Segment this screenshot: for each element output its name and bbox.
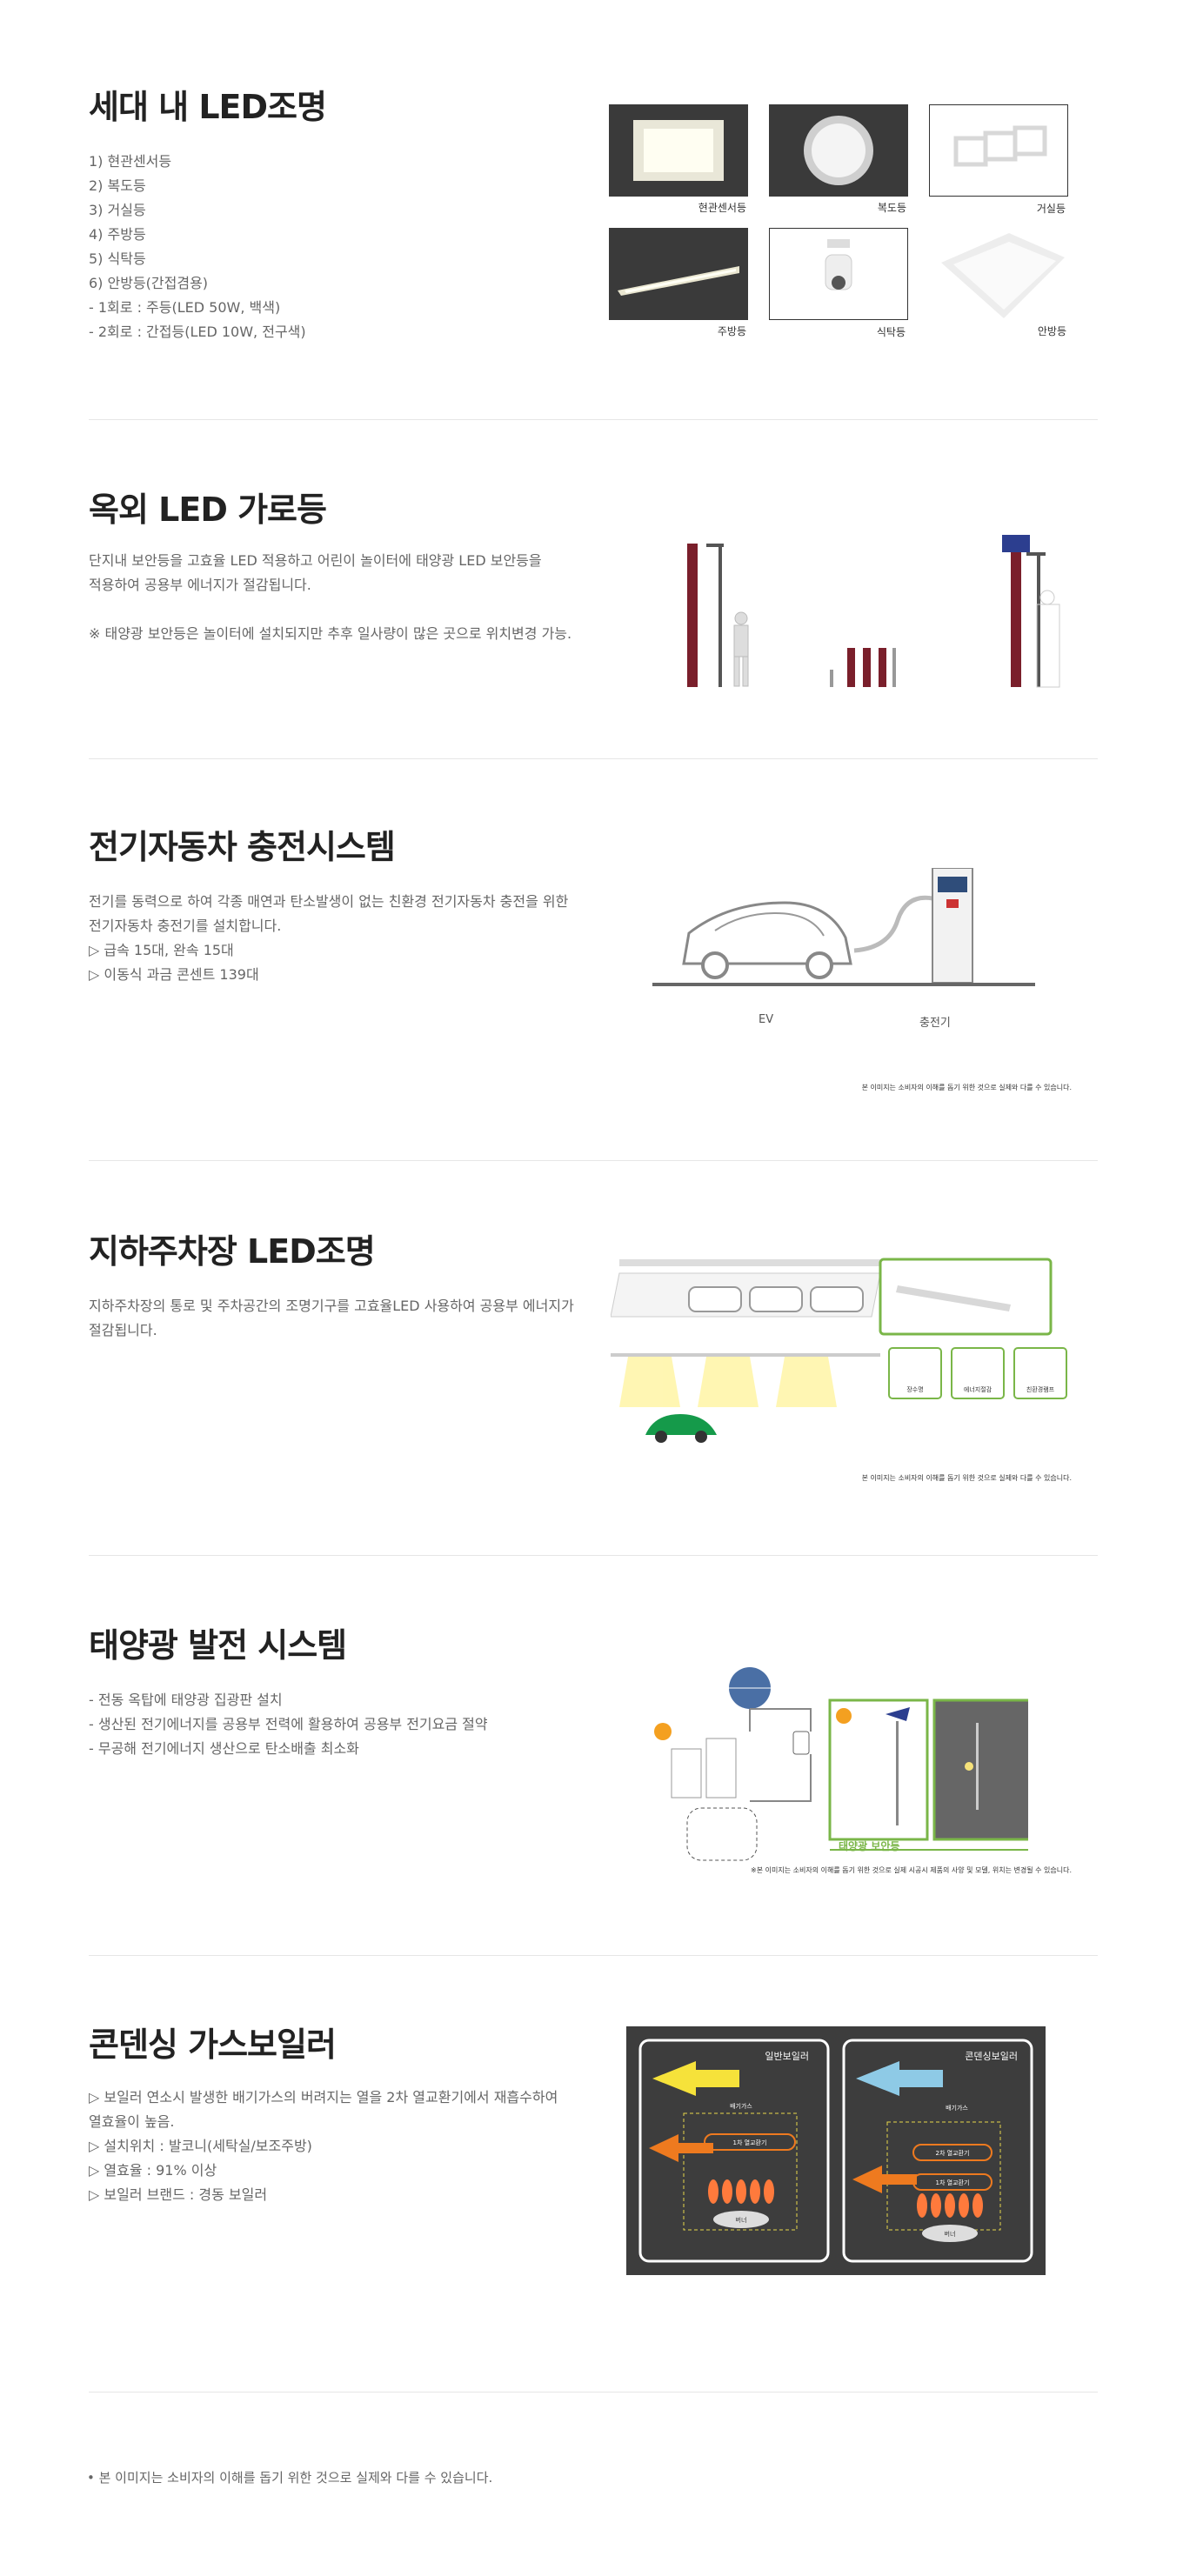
badge-label: 친환경램프	[1026, 1385, 1055, 1393]
section-divider	[89, 1555, 1098, 1556]
body-line: 지하주차장의 통로 및 주차공간의 조명기구를 고효율LED 사용하여 공용부 …	[89, 1298, 574, 1314]
section-title: 콘덴싱 가스보일러	[89, 2025, 337, 2064]
led-tile: 주방등	[609, 228, 748, 337]
body-line: 전기자동차 충전기를 설치합니다.	[89, 918, 282, 934]
led-tile: 현관센서등	[609, 104, 748, 214]
image-note: 본 이미지는 소비자의 이해를 돕기 위한 것으로 실제와 다를 수 있습니다.	[861, 1084, 1072, 1091]
body-line: 3) 거실등	[89, 202, 146, 218]
body-line: 4) 주방등	[89, 226, 146, 243]
led-tile: 복도등	[769, 104, 908, 214]
body-line: 적용하여 공용부 에너지가 절감됩니다.	[89, 577, 311, 593]
panel-label: 버너	[945, 2230, 956, 2238]
body-line: 5) 식탁등	[89, 250, 146, 267]
led-tile: 거실등	[929, 104, 1068, 215]
body-line: 2) 복도등	[89, 177, 146, 194]
section-body: 1) 현관센서등 2) 복도등 3) 거실등 4) 주방등 5) 식탁등 6) …	[89, 150, 611, 344]
section-body: 전기를 동력으로 하여 각종 매연과 탄소발생이 없는 친환경 전기자동차 충전…	[89, 890, 611, 987]
body-line: 6) 안방등(간접겸용)	[89, 275, 209, 291]
section-divider	[89, 419, 1098, 420]
tile-label: 주방등	[717, 325, 746, 337]
section-title: 옥외 LED 가로등	[89, 491, 327, 529]
page-footnote: • 본 이미지는 소비자의 이해를 돕기 위한 것으로 실제와 다를 수 있습니…	[87, 2470, 493, 2486]
body-line: ▷ 보일러 연소시 발생한 배기가스의 버려지는 열을 2차 열교환기에서 재흡…	[89, 2089, 558, 2106]
body-line: ▷ 열효율 : 91% 이상	[89, 2162, 217, 2179]
body-line: ▷ 설치위치 : 발코니(세탁실/보조주방)	[89, 2138, 312, 2154]
panel-label: 버너	[736, 2216, 747, 2224]
panel-label: 1차 열교환기	[733, 2139, 767, 2146]
body-line: - 전동 옥탑에 태양광 집광판 설치	[89, 1692, 283, 1708]
body-line: 전기를 동력으로 하여 각종 매연과 탄소발생이 없는 친환경 전기자동차 충전…	[89, 893, 569, 910]
section-title: 지하주차장 LED조명	[89, 1232, 376, 1271]
section-ev-charging: 전기자동차 충전시스템 전기를 동력으로 하여 각종 매연과 탄소발생이 없는 …	[89, 820, 1098, 1107]
section-title: 전기자동차 충전시스템	[89, 828, 396, 866]
body-line: ※ 태양광 보안등은 놀이터에 설치되지만 추후 일사량이 많은 곳으로 위치변…	[89, 625, 572, 642]
tile-label: 현관센서등	[698, 202, 746, 214]
body-line: - 무공해 전기에너지 생산으로 탄소배출 최소화	[89, 1740, 359, 1757]
tile-label: 거실등	[1036, 203, 1066, 215]
badge-label: 장수명	[906, 1385, 923, 1393]
panel-label: 배기가스	[946, 2104, 968, 2112]
body-line: 단지내 보안등을 고효율 LED 적용하고 어린이 놀이터에 태양광 LED 보…	[89, 552, 542, 569]
body-line: - 2회로 : 간접등(LED 10W, 전구색)	[89, 324, 306, 340]
linear-light-icon	[618, 266, 739, 296]
tile-label: 복도등	[877, 202, 906, 214]
badge-label: 에너지절감	[964, 1385, 993, 1393]
tile-label: 식탁등	[876, 326, 906, 338]
section-body: 단지내 보안등을 고효율 LED 적용하고 어린이 놀이터에 태양광 LED 보…	[89, 549, 611, 646]
panel-title: 콘덴싱보일러	[965, 2050, 1018, 2062]
panel-light-icon	[633, 120, 724, 181]
led-tile: 안방등	[929, 228, 1068, 337]
solar-caption: 태양광 보안등	[839, 1840, 900, 1852]
section-body: ▷ 보일러 연소시 발생한 배기가스의 버려지는 열을 2차 열교환기에서 재흡…	[89, 2085, 611, 2207]
spotlight-icon	[825, 239, 852, 290]
panel-label: 2차 열교환기	[936, 2149, 970, 2157]
panel-label: 배기가스	[730, 2102, 752, 2110]
label-charger: 충전기	[919, 1017, 951, 1030]
section-body: - 전동 옥탑에 태양광 집광판 설치 - 생산된 전기에너지를 공용부 전력에…	[89, 1688, 611, 1761]
body-line: - 생산된 전기에너지를 공용부 전력에 활용하여 공용부 전기요금 절약	[89, 1716, 488, 1732]
body-line	[89, 597, 611, 622]
body-line: ▷ 급속 15대, 완속 15대	[89, 942, 234, 958]
image-note: 본 이미지는 소비자의 이해를 돕기 위한 것으로 실제와 다를 수 있습니다.	[861, 1474, 1072, 1482]
solar-system-illustration	[654, 1667, 1028, 1861]
section-solar: 태양광 발전 시스템 - 전동 옥탑에 태양광 집광판 설치 - 생산된 전기에…	[89, 1618, 1098, 1905]
panel-label: 1차 열교환기	[936, 2179, 970, 2186]
body-line: ▷ 이동식 과금 콘센트 139대	[89, 966, 259, 983]
section-parking-led: 지하주차장 LED조명 지하주차장의 통로 및 주차공간의 조명기구를 고효율L…	[89, 1225, 1098, 1485]
body-line: 열효율이 높음.	[89, 2113, 175, 2130]
boiler-comparison-illustration: 일반보일러 콘덴싱보일러 배기가스 1차 열교환기 버너 배기가스 2차 열교환…	[626, 2026, 1046, 2275]
square-light-icon	[941, 233, 1065, 318]
label-ev: EV	[759, 1013, 774, 1026]
section-boiler: 콘덴싱 가스보일러 ▷ 보일러 연소시 발생한 배기가스의 버려지는 열을 2차…	[89, 2018, 1098, 2296]
downlight-icon	[804, 116, 873, 185]
parking-led-illustration: 장수명 에너지절감 친환경램프	[611, 1258, 1067, 1443]
section-title: 세대 내 LED조명	[89, 88, 327, 126]
section-body: 지하주차장의 통로 및 주차공간의 조명기구를 고효율LED 사용하여 공용부 …	[89, 1294, 611, 1343]
street-light-illustration	[687, 535, 1060, 688]
body-line: 1) 현관센서등	[89, 153, 172, 170]
section-divider	[89, 1955, 1098, 1956]
ev-charger-illustration	[652, 868, 1035, 986]
section-street-light: 옥외 LED 가로등 단지내 보안등을 고효율 LED 적용하고 어린이 놀이터…	[89, 483, 1098, 709]
led-tile: 식탁등	[769, 228, 908, 338]
ceiling-light-icon	[953, 125, 1047, 167]
image-note: ※본 이미지는 소비자의 이해를 돕기 위한 것으로 실제 시공시 제품의 사양…	[751, 1866, 1072, 1874]
tile-label: 안방등	[1037, 325, 1066, 337]
body-line: ▷ 보일러 브랜드 : 경동 보일러	[89, 2186, 268, 2203]
section-title: 태양광 발전 시스템	[89, 1626, 347, 1665]
body-line: 절감됩니다.	[89, 1322, 157, 1338]
body-line: - 1회로 : 주등(LED 50W, 백색)	[89, 299, 281, 316]
section-divider	[89, 1160, 1098, 1161]
section-led-lighting: 세대 내 LED조명 1) 현관센서등 2) 복도등 3) 거실등 4) 주방등…	[89, 80, 1098, 367]
section-divider	[89, 758, 1098, 759]
panel-title: 일반보일러	[765, 2050, 809, 2062]
